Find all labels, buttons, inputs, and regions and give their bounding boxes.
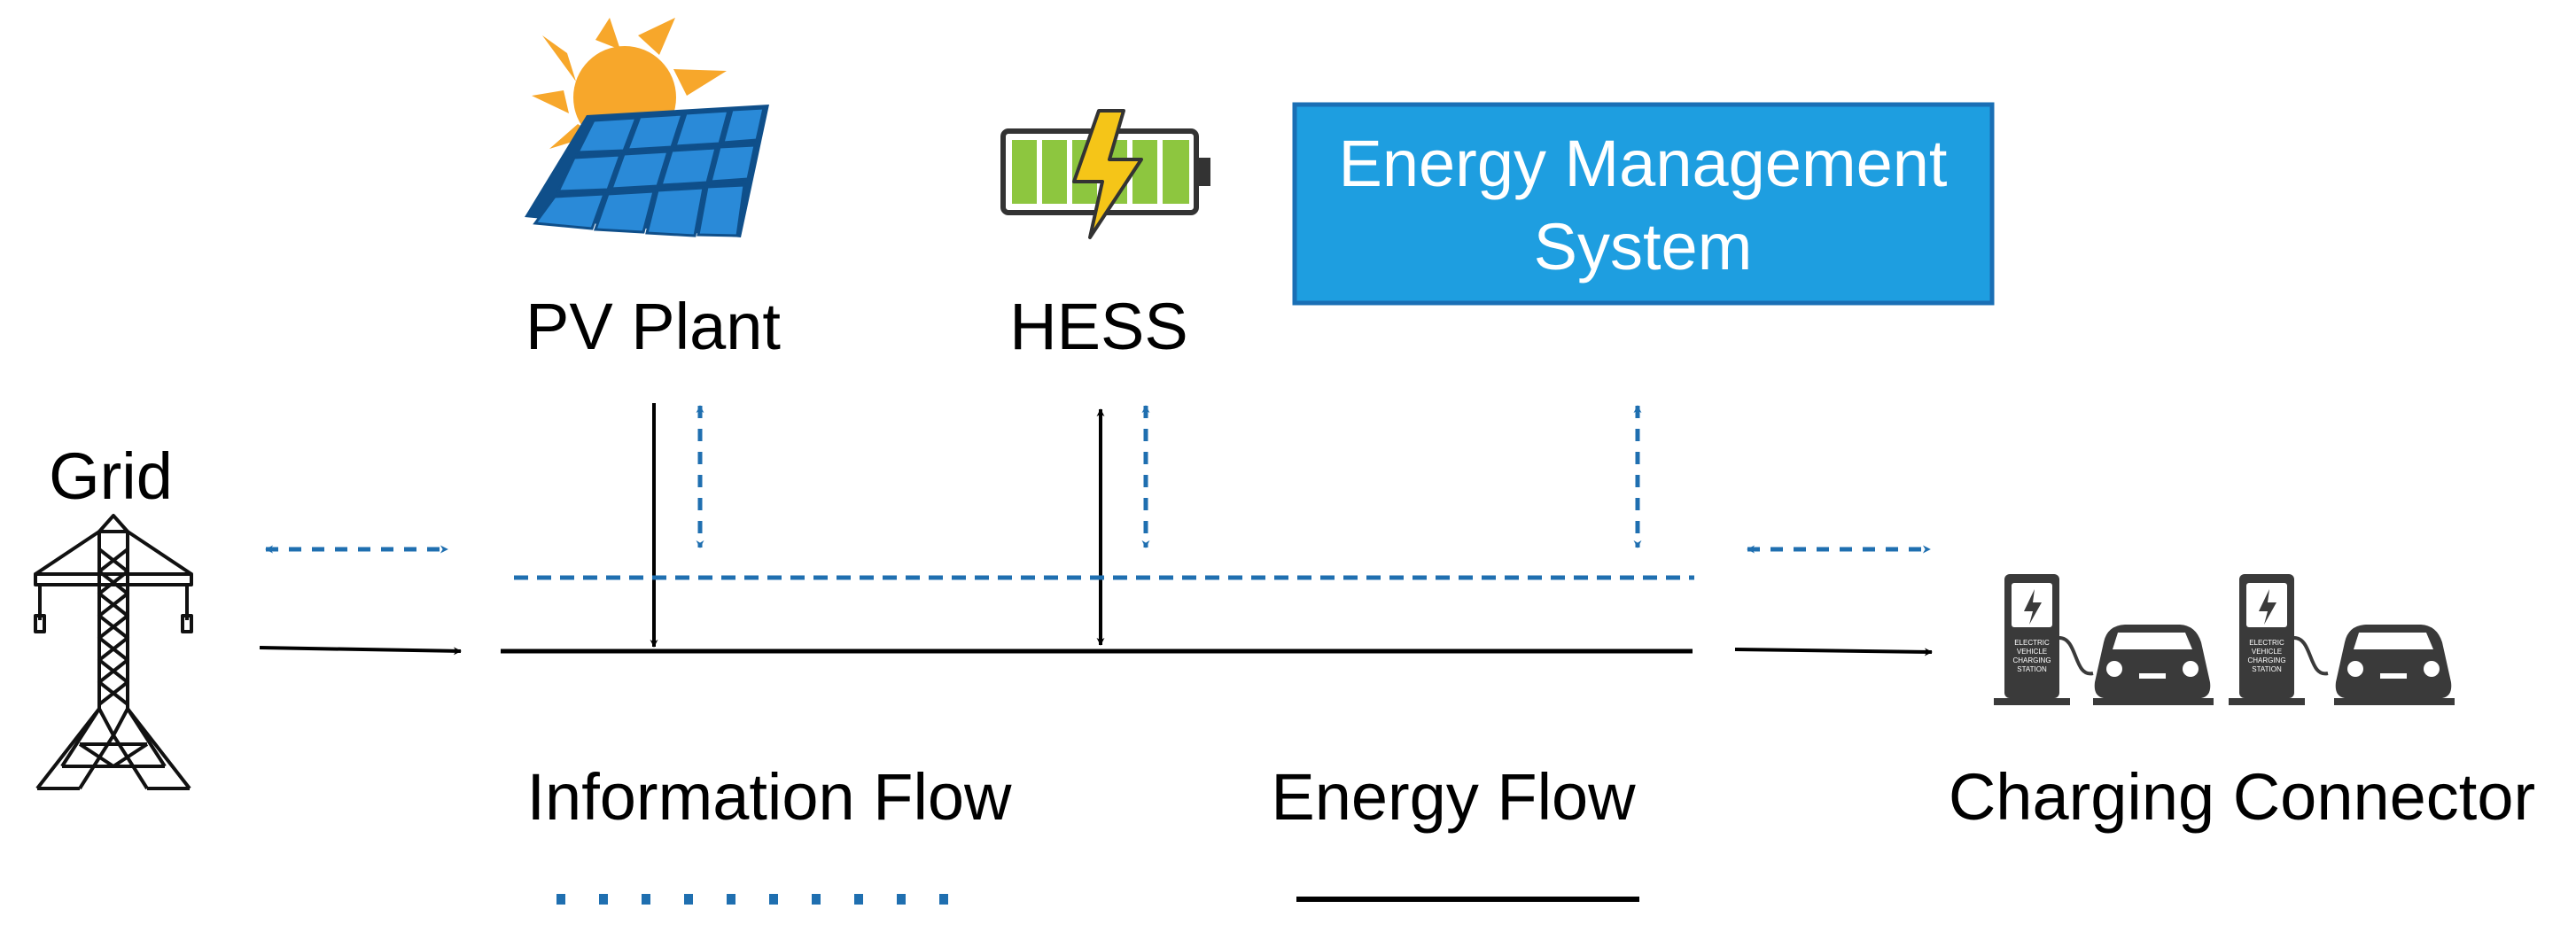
station-sign-3: CHARGING [2012,656,2051,664]
ems-label-line1: Energy Management [1339,127,1948,200]
hess-label: HESS [1009,290,1188,363]
station-sign-1: ELECTRIC [2249,639,2284,647]
transmission-tower-icon [34,514,193,790]
grid-energy-arrow [259,646,462,656]
grid-label: Grid [49,439,173,513]
car-icon [2334,625,2455,705]
station-sign-2: VEHICLE [2252,648,2282,656]
solar-panel-icon [525,18,769,237]
ev-charging-station-icon: ELECTRIC VEHICLE CHARGING STATION [1994,574,2094,705]
battery-icon [1000,109,1210,239]
station-sign-1: ELECTRIC [2014,639,2050,647]
ems-label-line2: System [1534,210,1753,283]
car-icon [2093,625,2214,705]
legend-information-flow-label: Information Flow [527,760,1013,834]
station-sign-2: VEHICLE [2017,648,2047,656]
station-sign-3: CHARGING [2247,656,2285,664]
ev-charging-station-icon: ELECTRIC VEHICLE CHARGING STATION [2229,574,2329,705]
charging-connector-label: Charging Connector [1949,760,2535,834]
ems-box: Energy Management System [1292,102,1995,306]
pv-plant-label: PV Plant [525,290,781,363]
charger-energy-arrow [1734,648,1933,656]
station-sign-4: STATION [2017,665,2047,673]
station-sign-4: STATION [2252,665,2282,673]
legend-energy-flow-label: Energy Flow [1271,760,1636,834]
